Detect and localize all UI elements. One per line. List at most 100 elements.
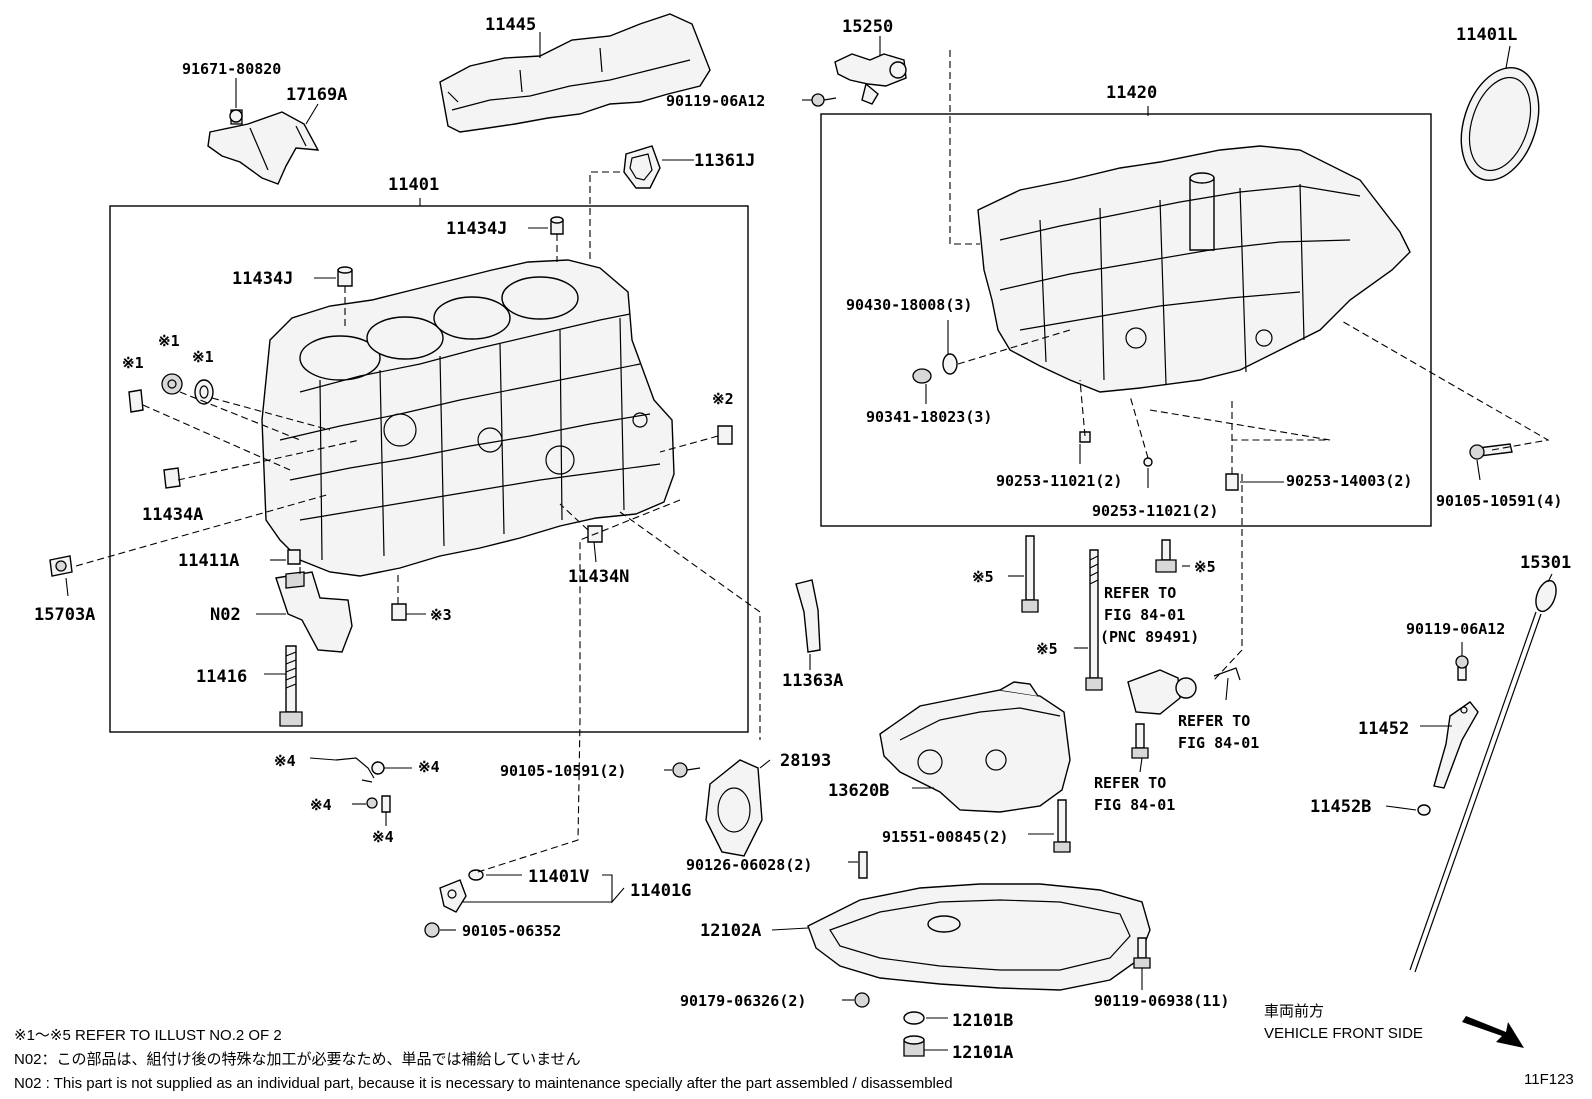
dowel-11411A <box>287 549 301 565</box>
label-13620B: 13620B <box>828 781 889 801</box>
dowel-ref3 <box>391 603 407 621</box>
sensor-15250 <box>834 53 907 105</box>
label-90119-06A12-right: 90119-06A12 <box>1406 620 1505 638</box>
gasket-11361J <box>623 145 661 189</box>
footer-notes: ※1～※5 REFER TO ILLUST NO.2 OF 2 N02：この部品… <box>14 1003 1574 1092</box>
stud-90126 <box>858 851 868 879</box>
bolt-90119-06938 <box>1133 937 1151 969</box>
label-ref4-a: ※4 <box>274 752 296 770</box>
oil-level-sensor-ref <box>1127 667 1241 715</box>
bolt-ref5-a <box>1021 535 1039 613</box>
label-90105-10591-2: 90105-10591(2) <box>500 762 626 780</box>
cylinder-block-11401 <box>261 259 675 577</box>
label-ref1-a: ※1 <box>122 354 144 372</box>
label-11452B: 11452B <box>1310 797 1371 817</box>
plug-15703A <box>49 555 73 577</box>
dowel-ref2 <box>717 425 733 445</box>
part-labels: 11445 15250 11401L 91671-80820 17169A 90… <box>34 15 1571 1063</box>
label-ref3: ※3 <box>430 606 452 624</box>
label-11434N: 11434N <box>568 567 629 587</box>
label-ref1-b: ※1 <box>158 332 180 350</box>
label-90126-06028: 90126-06028(2) <box>686 856 812 874</box>
label-11411A: 11411A <box>178 551 239 571</box>
solid-leaders <box>65 32 1553 1051</box>
nut-90179 <box>854 992 870 1008</box>
n02-note-japanese: N02：この部品は、組付け後の特殊な加工が必要なため、単品では補給していません <box>14 1051 581 1068</box>
label-refer-to-3: REFER TO <box>1094 774 1166 792</box>
oil-pump-13620B <box>879 681 1071 813</box>
drain-plug-12101A <box>903 1035 925 1057</box>
label-11401G: 11401G <box>630 881 691 901</box>
label-pnc-89491: (PNC 89491) <box>1100 628 1199 646</box>
label-11416: 11416 <box>196 667 247 687</box>
bolt-90105-10591-4 <box>1469 443 1513 460</box>
plug-11401V <box>468 869 484 881</box>
label-90119-06A12-top: 90119-06A12 <box>666 92 765 110</box>
label-ref4-d: ※4 <box>372 828 394 846</box>
pin-90253-b <box>1143 457 1153 467</box>
label-ref5-b: ※5 <box>1194 558 1216 576</box>
hose-11363A <box>795 579 821 653</box>
label-11445: 11445 <box>485 15 536 35</box>
o-ring-11452B <box>1417 804 1431 816</box>
label-fig-84-01-3: FIG 84-01 <box>1094 796 1175 814</box>
label-15703A: 15703A <box>34 605 95 625</box>
nut-ref1-b <box>161 373 183 395</box>
dowel-11434A <box>163 467 181 489</box>
bolt-ref4-b <box>366 797 378 809</box>
bolt-ref4-c <box>381 795 391 813</box>
label-ref5-a: ※5 <box>972 568 994 586</box>
label-90253-14003: 90253-14003(2) <box>1286 472 1412 490</box>
pin-90253-14003 <box>1225 473 1239 491</box>
label-12102A: 12102A <box>700 921 761 941</box>
cylinder-block-frame <box>109 205 749 733</box>
label-91671-80820: 91671-80820 <box>182 60 281 78</box>
bearing-cap-N02 <box>275 571 353 653</box>
bolt-90105-06352 <box>424 922 440 938</box>
dipstick-15301 <box>1409 579 1557 973</box>
label-11401V: 11401V <box>528 867 589 887</box>
label-90105-10591-4: 90105-10591(4) <box>1436 492 1562 510</box>
gasket-28193 <box>705 759 763 857</box>
label-90253-11021-a: 90253-11021(2) <box>996 472 1122 490</box>
vehicle-front-label-japanese: 車両前方 <box>1264 1003 1324 1020</box>
label-11420: 11420 <box>1106 83 1157 103</box>
insulator-cover-11445 <box>439 13 711 133</box>
label-17169A: 17169A <box>286 85 347 105</box>
label-refer-to-2: REFER TO <box>1178 712 1250 730</box>
pin-ref1-a <box>128 389 144 413</box>
label-11401: 11401 <box>388 175 439 195</box>
label-ref2: ※2 <box>712 390 734 408</box>
crankcase-11420 <box>977 145 1411 393</box>
label-11361J: 11361J <box>694 151 755 171</box>
bolt-90119-06A12-top <box>811 93 837 107</box>
label-fig-84-01-1: FIG 84-01 <box>1104 606 1185 624</box>
oil-seal-11401L <box>1460 67 1540 181</box>
n02-note-english: N02 : This part is not supplied as an in… <box>14 1075 953 1092</box>
vehicle-front-arrow <box>1462 1016 1524 1048</box>
label-28193: 28193 <box>780 751 831 771</box>
label-11434J-upper: 11434J <box>446 219 507 239</box>
label-15301: 15301 <box>1520 553 1571 573</box>
label-90341-18023: 90341-18023(3) <box>866 408 992 426</box>
label-91551-00845: 91551-00845(2) <box>882 828 1008 846</box>
washer-ref1-c <box>194 379 214 405</box>
label-11434A: 11434A <box>142 505 203 525</box>
label-ref4-b: ※4 <box>418 758 440 776</box>
bolt-90119-06A12-right <box>1455 655 1469 681</box>
bracket-ref4-a <box>335 757 385 783</box>
label-12101A: 12101A <box>952 1043 1013 1063</box>
label-11452: 11452 <box>1358 719 1409 739</box>
pin-90253-a <box>1079 431 1091 443</box>
label-90253-11021-b: 90253-11021(2) <box>1092 502 1218 520</box>
illustration-code: 11F123 <box>1524 1071 1574 1088</box>
gasket-90430 <box>942 353 958 375</box>
bolt-11416 <box>279 645 303 727</box>
crankcase-frame <box>820 113 1432 527</box>
label-90105-06352: 90105-06352 <box>462 922 561 940</box>
guide-11452 <box>1433 701 1479 789</box>
label-ref5-c: ※5 <box>1036 640 1058 658</box>
label-ref4-c: ※4 <box>310 796 332 814</box>
bracket-17169A <box>207 109 320 185</box>
label-90119-06938: 90119-06938(11) <box>1094 992 1229 1010</box>
